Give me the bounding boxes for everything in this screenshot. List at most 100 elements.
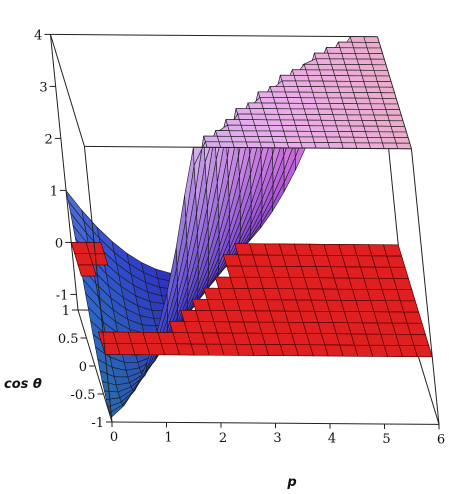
surface-patch [298,91,315,99]
surface-patch [363,125,380,133]
surface-patch [385,109,402,116]
surface-patch [271,136,288,143]
surface-patch [279,119,296,126]
surface-patch [276,108,293,115]
surface-patch [327,142,344,149]
surface-patch [281,125,298,132]
z-tick-label: 2 [45,132,53,147]
surface-patch [325,47,343,54]
x-tick-label: 1 [164,430,172,445]
box-edge-front-left [83,146,113,423]
surface-patch [387,114,404,122]
surface-patch [303,63,320,71]
surface-patch [296,130,314,138]
surface-patch [380,137,397,144]
plane-patch [382,244,403,257]
surface-patch [368,53,385,60]
surface-patch [291,69,308,76]
surface-patch [310,131,327,138]
surface-patch [242,130,259,137]
surface-patch [203,135,220,143]
surface-patch [225,119,242,126]
surface-patch [360,114,377,121]
surface-patch [293,119,310,126]
surface-patch [329,103,346,110]
surface-patch [356,103,373,110]
surface-patch [322,80,339,88]
surface-patch [324,86,341,93]
y-tick-label: -0.5 [70,388,95,403]
surface-patch [227,124,244,132]
surface-patch [257,136,274,143]
surface-patch [269,130,286,137]
surface-patch [341,97,358,104]
surface-patch [259,97,276,104]
surface-patch [366,92,383,99]
surface-patch [343,58,360,65]
surface-patch [332,114,349,121]
surface-patch [388,120,405,127]
surface-patch [307,119,324,127]
surface-patch [349,125,366,132]
surface-patch [324,131,341,138]
surface-patch [274,102,291,110]
surface-patch [361,75,378,82]
surface-patch [262,108,279,115]
y-axis-label: cos θ [4,377,42,392]
surface-patch [344,64,361,71]
surface-patch [375,75,392,82]
surface-patch [368,97,385,105]
surface-patch [317,108,334,115]
surface-patch [395,142,412,150]
plane-patch [77,264,97,277]
surface-patch [314,52,331,60]
surface-main [65,36,412,418]
plane-patch [386,255,406,268]
surface-patch [327,97,344,104]
surface-patch [315,103,332,110]
surface-patch [298,136,315,143]
surface-patch [360,69,377,77]
surface-patch [300,142,317,149]
surface-patch [341,52,358,60]
surface-patch [295,80,312,87]
surface-patch [337,41,354,49]
z-tick-label: -1 [56,288,69,303]
plane-patch [393,277,413,290]
surface-patch [288,102,305,110]
surface-patch [382,98,399,105]
x-tick-label: 3 [273,431,281,446]
surface-patch [244,136,261,143]
surface-patch [305,69,322,76]
plane-patch [406,322,426,335]
x-tick-label: 6 [437,432,445,447]
plane-patch [399,300,420,313]
surface-patch [245,141,262,148]
plane-patch [413,345,433,358]
surface-patch [354,97,371,105]
surface-patch [285,136,302,143]
surface-patch [346,114,363,121]
surface-patch [205,141,221,148]
surface-patch [273,141,290,149]
surface-patch [349,36,366,43]
box-edge-front-right [410,148,440,425]
surface-patch [308,125,325,132]
z-tick-label: 0 [55,236,63,251]
surface-patch [319,69,336,76]
surface-patch [373,114,390,121]
surface-patch [283,86,300,93]
surface-patch [378,86,395,94]
surface-patch [382,142,399,149]
surface-patch [365,86,382,93]
surface-patch [366,47,383,54]
surface-patch [370,103,387,110]
surface-patch [351,131,368,138]
plane-patch [410,333,430,346]
surface-patch [354,53,371,60]
plane-patch [85,242,105,255]
surface-patch [351,86,368,93]
surface-patch [336,125,353,132]
